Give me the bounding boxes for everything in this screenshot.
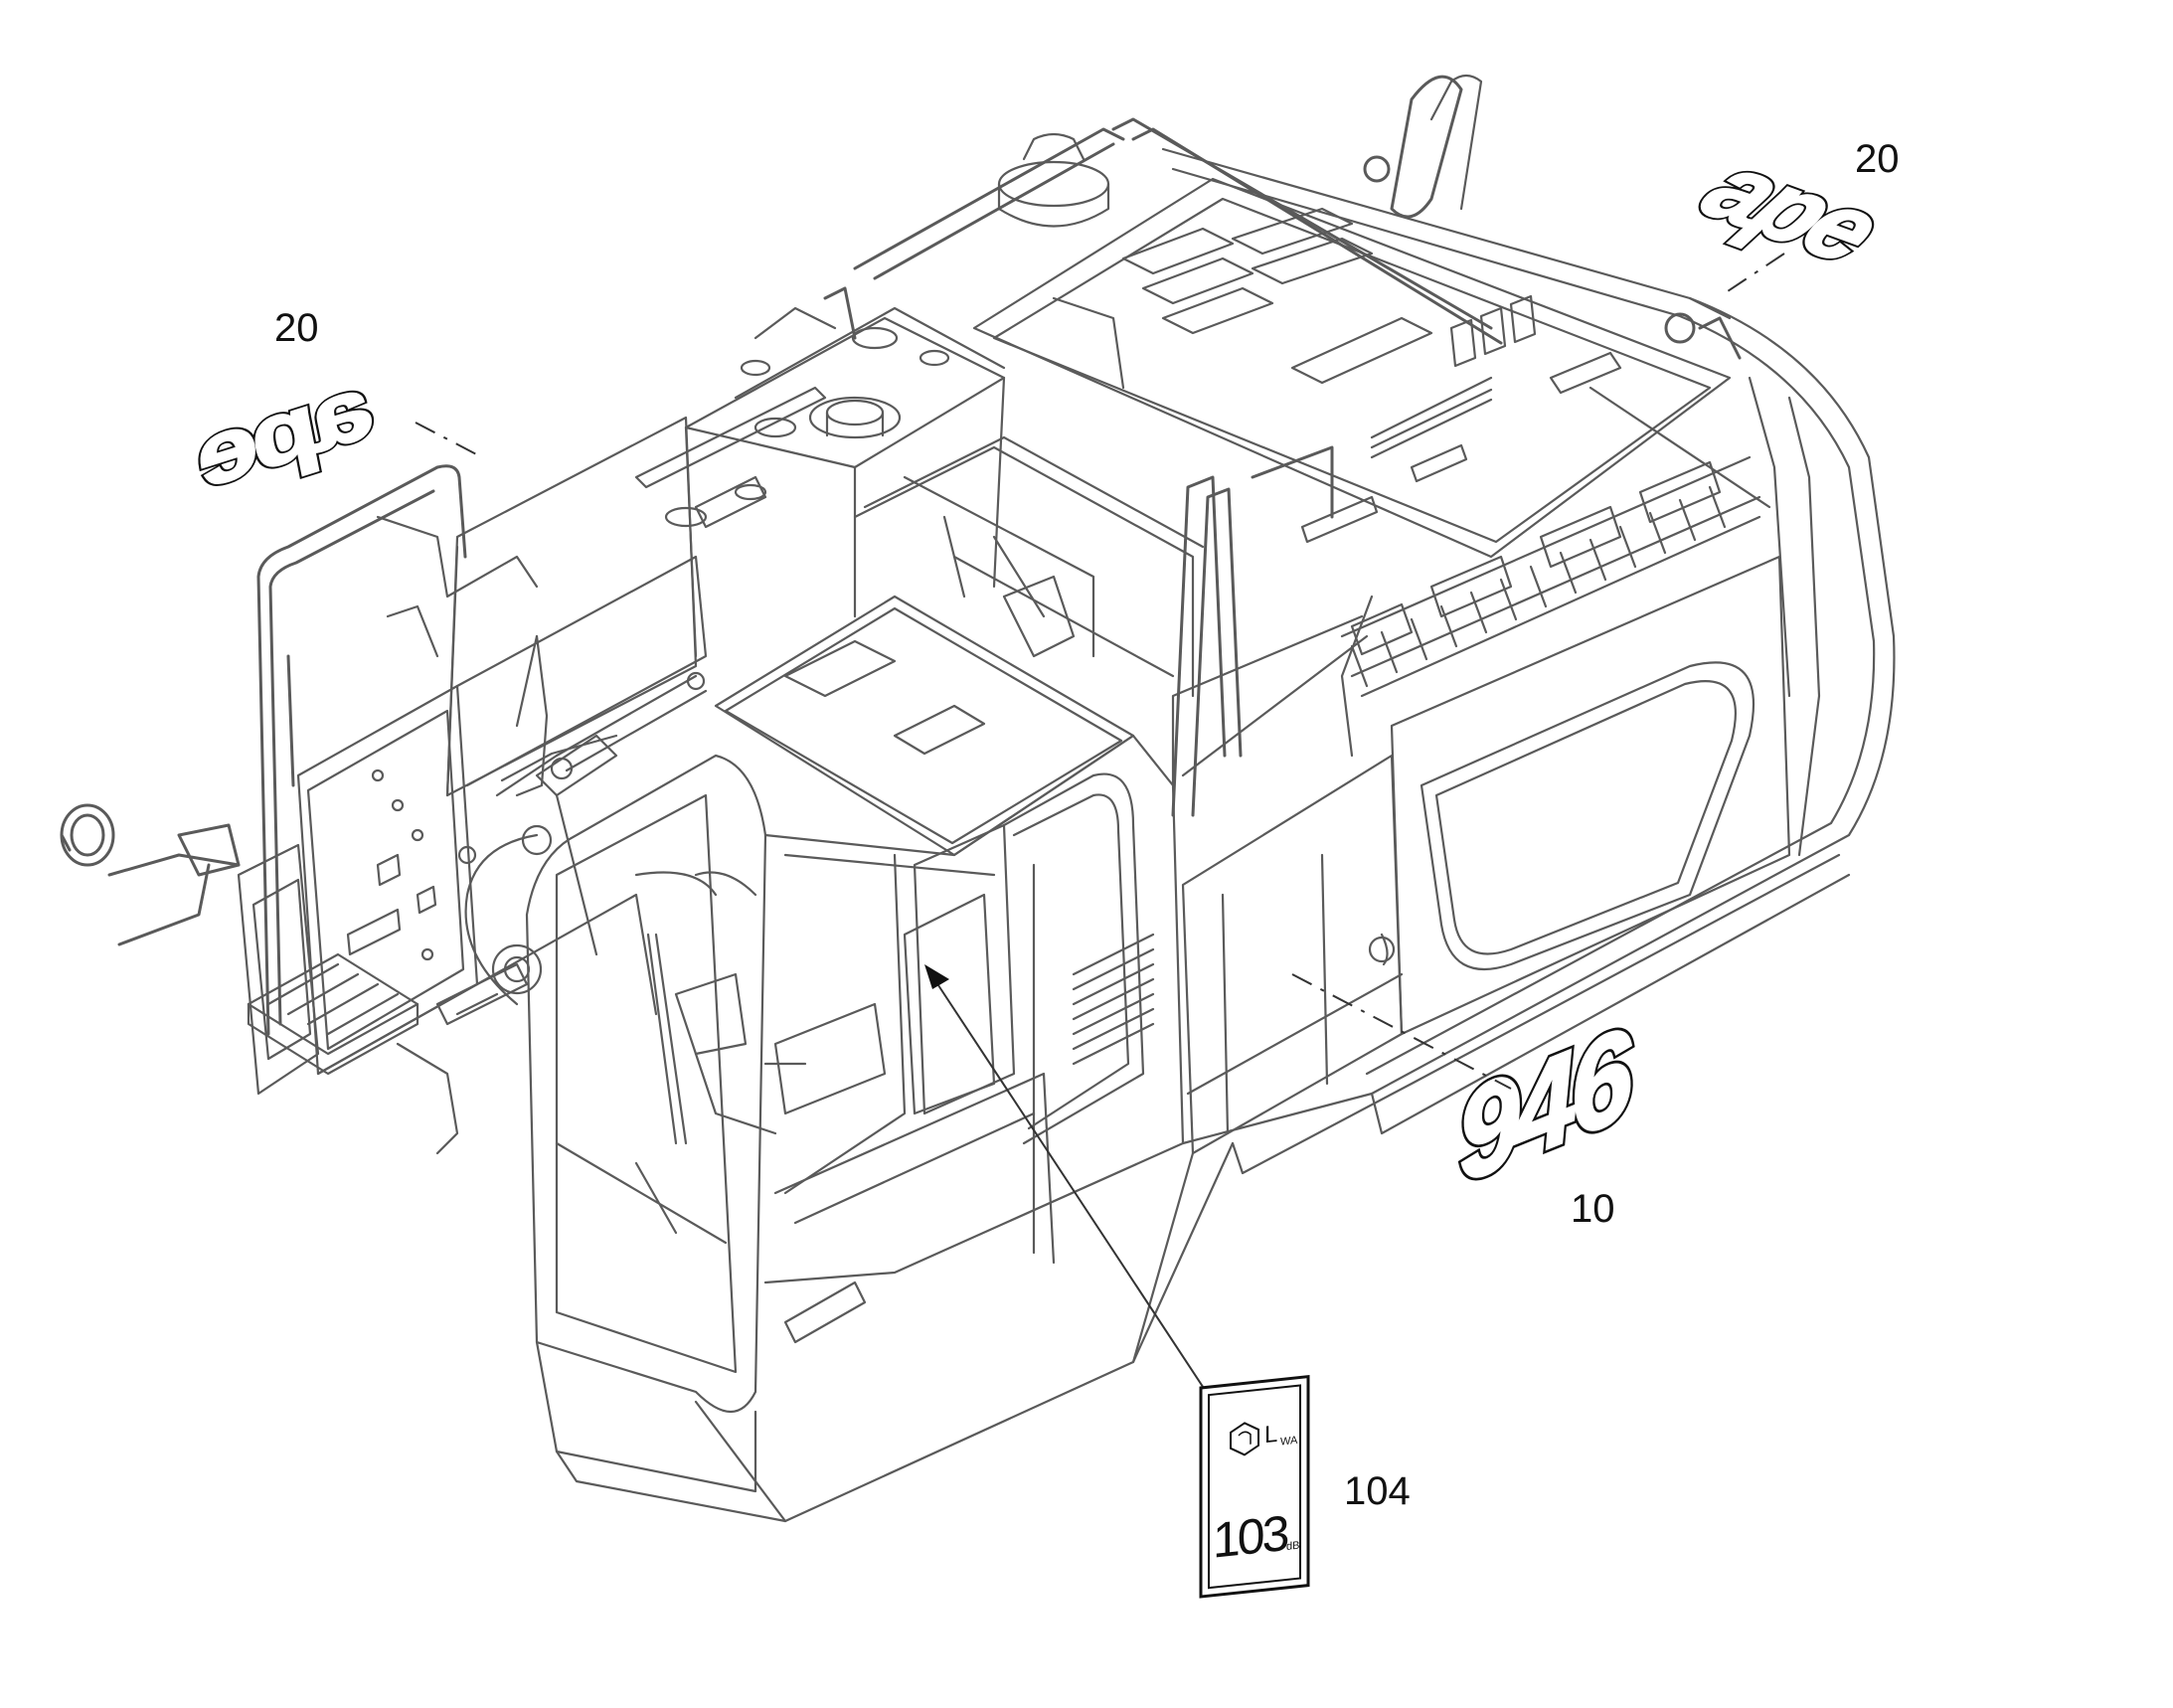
step-plate [247,952,459,1155]
decal-brand-left: ape ape [197,349,378,512]
sticker-unit: dB [1286,1540,1299,1553]
operator-cab [500,595,1185,1523]
left-rail-and-mirror [60,464,467,1036]
leader-lines [415,253,1785,1403]
exhaust-pipe [1429,74,1483,211]
air-cleaner-cap [997,132,1110,228]
leader-noise-label [933,978,1214,1403]
hood-top-deck [972,177,1732,559]
decal-brand-left-inner: ape [200,352,374,508]
leader-arrowhead [924,964,949,989]
middle-side-panel [1181,754,1404,1155]
sticker-value: 103 [1213,1505,1288,1569]
strut-linkage [464,671,708,1006]
engine-compartment [853,435,1205,698]
leader-right-decal [1724,253,1785,294]
noise-level-sticker: L WA 103 dB [1199,1374,1310,1599]
handrails [823,75,1742,817]
upper-structure-sides [694,296,1851,1523]
sticker-subscript: WA [1280,1435,1298,1449]
sticker-symbol: L [1264,1421,1277,1449]
decal-model-number-inner: 946 [1453,1000,1638,1210]
leader-model-decal [1291,973,1512,1090]
callout-noise-label: 104 [1344,1469,1411,1513]
sound-power-icon-inner [1238,1431,1252,1445]
sticker-outer-frame [1199,1374,1310,1599]
engine-hood-body [1161,147,1896,1145]
toolbox-compartment [237,416,708,1096]
callout-left-decal: 20 [274,306,319,350]
decal-model-number: 946 946 [1449,996,1642,1214]
sound-power-icon [1230,1422,1259,1456]
side-service-door [1368,555,1791,1036]
tank-area [634,306,1006,658]
leader-left-decal [415,422,483,458]
callout-right-decal: 20 [1855,137,1900,181]
sticker-inner-frame [1208,1384,1301,1590]
side-louver-band [1340,455,1761,698]
callout-model-decal: 10 [1571,1187,1615,1231]
